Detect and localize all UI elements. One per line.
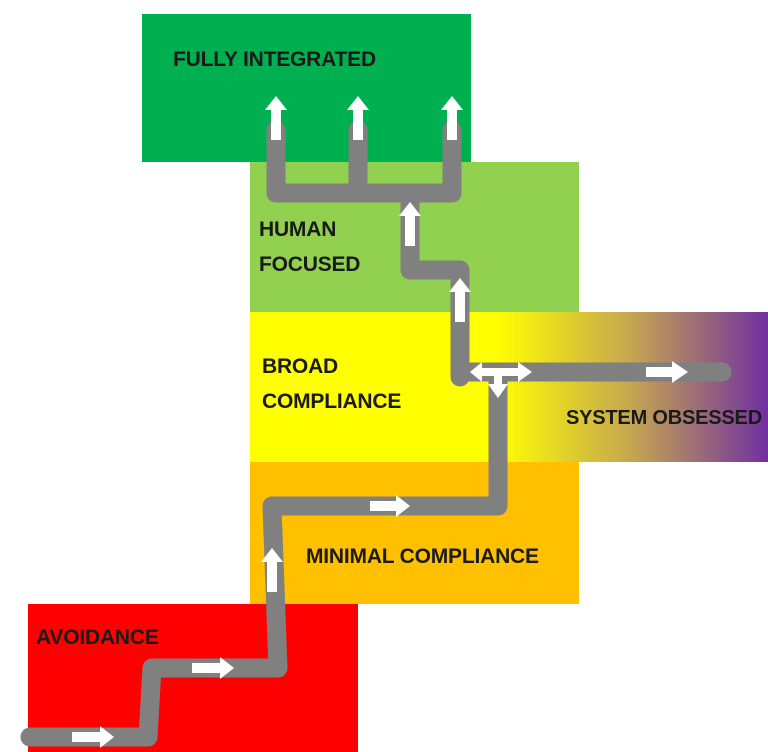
zone-system-obsessed <box>478 312 768 462</box>
arrow-up-icon <box>441 96 463 140</box>
label-system-obsessed: SYSTEM OBSESSED <box>566 407 762 429</box>
arrow-right-icon <box>72 726 114 748</box>
arrow-up-icon <box>265 96 287 140</box>
arrow-up-icon <box>347 96 369 140</box>
path-segment-upper <box>400 183 470 387</box>
label-broad-compliance: BROAD COMPLIANCE <box>262 355 402 413</box>
arrow-right-icon <box>192 657 234 679</box>
zone-minimal-compliance <box>250 462 579 604</box>
arrow-right-icon <box>370 495 410 517</box>
label-avoidance: AVOIDANCE <box>36 626 159 649</box>
arrow-up-icon <box>399 202 421 246</box>
arrow-down-icon <box>488 376 508 398</box>
zone-avoidance <box>28 604 358 752</box>
arrow-right-icon <box>646 361 688 383</box>
zone-fully-integrated <box>142 14 471 162</box>
label-minimal-compliance: MINIMAL COMPLIANCE <box>306 545 539 568</box>
label-fully-integrated: FULLY INTEGRATED <box>173 48 376 71</box>
arrow-up-icon <box>449 278 471 322</box>
label-human-focused: HUMAN FOCUSED <box>259 218 361 276</box>
path-segment-lower <box>20 367 508 747</box>
arrow-left-right-icon <box>470 362 532 382</box>
arrow-up-icon <box>261 548 283 592</box>
